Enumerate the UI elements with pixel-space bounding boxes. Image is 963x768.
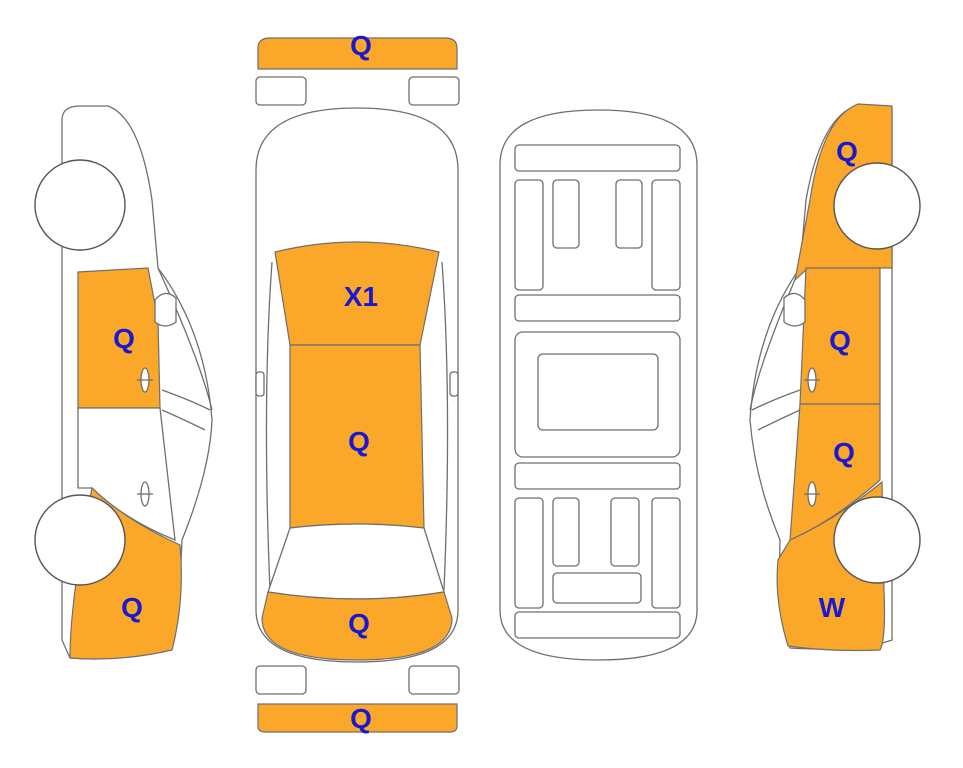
trunk-code: Q: [348, 608, 370, 639]
rear-left-lamp: [255, 665, 307, 695]
left-front-wheel: [34, 159, 126, 251]
left-front-fender-panel[interactable]: [77, 267, 161, 409]
rear-right-lamp: [408, 665, 460, 695]
front-right-lamp: [408, 76, 460, 106]
left-windshield-line: [157, 267, 213, 411]
right-rear-wheel: [833, 496, 921, 584]
underbody-view: [499, 109, 698, 661]
left-door-handle-1: [137, 367, 153, 393]
underbody-rail-4: [651, 179, 681, 291]
right-rear-quarter-code: W: [819, 592, 846, 623]
underbody-rail-2: [552, 179, 580, 249]
left-mirror-side: [154, 292, 177, 327]
roof-code: Q: [348, 426, 370, 457]
right-window-line-2: [757, 409, 801, 431]
rear-bumper-panel[interactable]: [257, 703, 458, 733]
right-mirror-side: [783, 292, 806, 327]
damage-labels: Q X1 Q Q Q Q Q Q Q Q Q W: [113, 30, 858, 734]
left-side-view: [34, 105, 213, 660]
underbody-rail-8: [651, 497, 681, 609]
right-windshield-line: [749, 267, 801, 411]
left-front-fender-code: Q: [113, 323, 135, 354]
right-door-handle-1: [804, 367, 820, 393]
right-side-view: [749, 103, 921, 652]
right-front-fender-code: Q: [836, 136, 858, 167]
underbody-floor-pan: [537, 353, 659, 431]
rear-window: [267, 523, 445, 600]
right-front-wheel: [833, 162, 921, 250]
left-door-handle-2: [137, 481, 153, 507]
underbody-rail-7: [610, 497, 640, 567]
underbody-front-bar: [514, 144, 681, 172]
left-window-line: [161, 389, 211, 411]
left-rear-wheel: [34, 494, 126, 586]
underbody-rear-box: [552, 572, 642, 604]
right-window-line: [751, 389, 801, 411]
top-view-left-sill: [265, 261, 273, 591]
underbody-crossmember-2: [514, 462, 681, 490]
top-view: [255, 37, 460, 733]
top-view-right-sill: [441, 261, 449, 591]
right-mirror: [449, 371, 459, 397]
left-mirror: [255, 371, 265, 397]
trunk-panel[interactable]: [261, 591, 453, 661]
underbody-rear-bar: [514, 611, 681, 639]
left-window-line-2: [161, 409, 206, 431]
underbody-rail-3: [615, 179, 643, 249]
underbody-rail-1: [514, 179, 544, 291]
hood-panel[interactable]: [274, 241, 440, 346]
front-left-lamp: [255, 76, 307, 106]
underbody-rail-6: [552, 497, 580, 567]
right-rear-door-code: Q: [833, 437, 855, 468]
left-rear-quarter-code: Q: [121, 592, 143, 623]
right-door-handle-2: [804, 481, 820, 507]
rear-bumper-code: Q: [350, 703, 372, 734]
front-bumper-panel[interactable]: [257, 37, 458, 70]
underbody-crossmember-1: [514, 294, 681, 322]
hood-code: X1: [344, 281, 378, 312]
underbody-rail-5: [514, 497, 544, 609]
front-bumper-code: Q: [350, 30, 372, 61]
right-front-door-code: Q: [829, 325, 851, 356]
